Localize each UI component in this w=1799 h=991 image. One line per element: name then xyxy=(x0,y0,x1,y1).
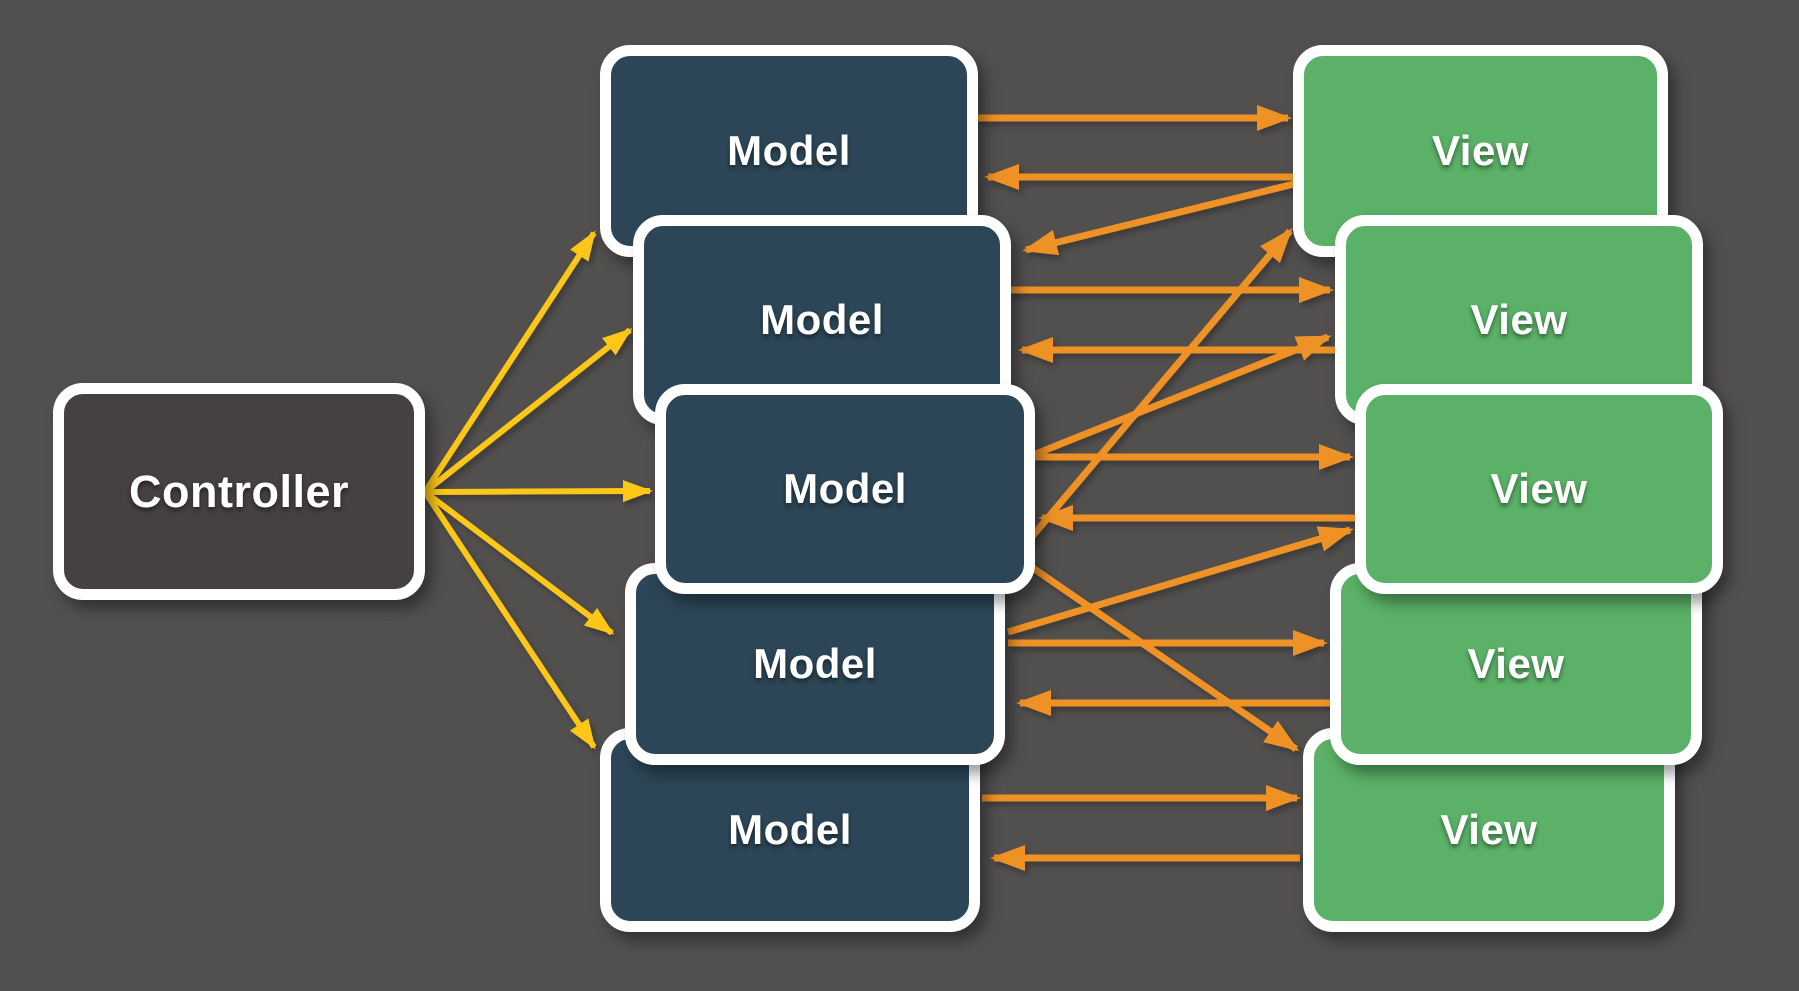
mv-arrow-model-4-to-view-3 xyxy=(1006,526,1354,636)
model-5-label: Model xyxy=(728,806,852,853)
controller-label: Controller xyxy=(128,465,349,517)
model-2-label: Model xyxy=(760,296,884,343)
view-2-label: View xyxy=(1470,296,1568,343)
model-3-box: Model xyxy=(655,384,1035,594)
controller-arrow-controller-to-model-5 xyxy=(422,490,597,750)
view-5-label: View xyxy=(1440,806,1538,853)
model-4-label: Model xyxy=(753,640,877,687)
controller-box: Controller xyxy=(53,383,425,600)
view-4-box: View xyxy=(1330,563,1702,765)
controller-arrow-controller-to-model-3 xyxy=(424,480,653,503)
view-4-label: View xyxy=(1467,640,1565,687)
mv-arrow-view-1-to-model-2 xyxy=(1022,179,1299,256)
mv-arrow-model-3-to-view-2 xyxy=(1031,333,1332,459)
model-3-label: Model xyxy=(783,465,907,512)
controller-arrow-controller-to-model-1 xyxy=(422,230,597,494)
controller-arrow-controller-to-model-2 xyxy=(423,327,633,495)
view-1-label: View xyxy=(1432,127,1529,174)
view-3-box: View xyxy=(1355,384,1723,594)
view-3-label: View xyxy=(1490,465,1588,512)
model-1-label: Model xyxy=(727,127,851,174)
mv-arrow-model-3-to-view-5 xyxy=(1028,563,1300,752)
controller-arrow-controller-to-model-4 xyxy=(423,489,615,636)
